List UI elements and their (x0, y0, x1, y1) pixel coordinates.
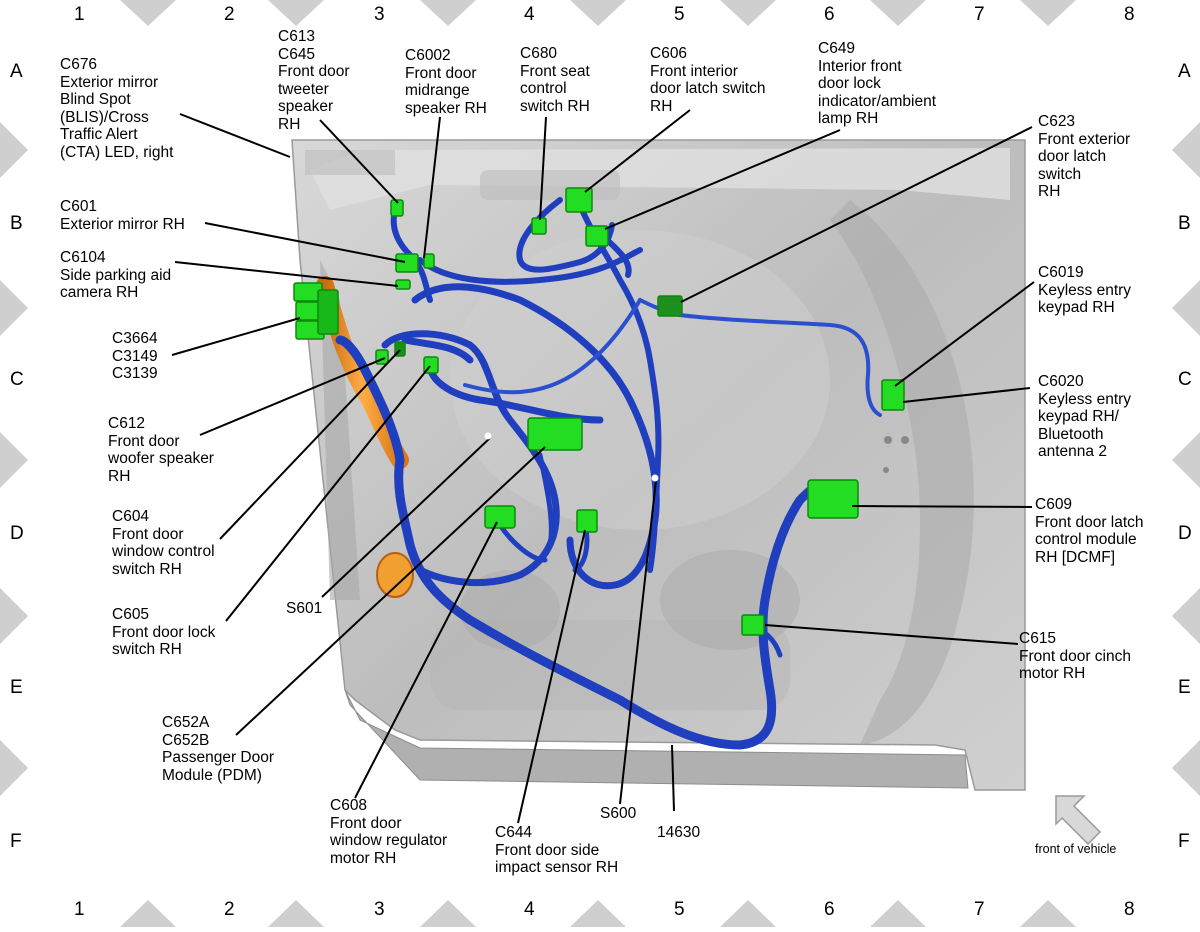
grid-row-f: F (10, 831, 22, 852)
grid-col-7: 7 (974, 4, 985, 25)
grid-col-4: 4 (524, 899, 535, 920)
grid-row-b: B (1178, 213, 1191, 234)
grid-row-e: E (10, 677, 23, 698)
grid-row-d: D (10, 523, 24, 544)
connectors (293, 187, 905, 636)
grid-col-1: 1 (74, 899, 85, 920)
grid-row-a: A (10, 61, 23, 82)
label-14630: 14630 (657, 824, 701, 841)
wire-harness (335, 197, 882, 750)
grid-col-2: 2 (224, 4, 235, 25)
grid-col-7: 7 (974, 899, 985, 920)
front-arrow-icon (1055, 795, 1102, 846)
grid-row-c: C (10, 369, 24, 390)
grid-col-4: 4 (524, 4, 535, 25)
grid-col-8: 8 (1124, 4, 1135, 25)
grid-row-f: F (1178, 831, 1190, 852)
leader-lines (171, 109, 1035, 824)
grid-row-b: B (10, 213, 23, 234)
grid-row-d: D (1178, 523, 1192, 544)
grid-row-c: C (1178, 369, 1192, 390)
grid-col-8: 8 (1124, 899, 1135, 920)
grid-col-5: 5 (674, 4, 685, 25)
front-of-vehicle-label: front of vehicle (1035, 842, 1117, 856)
grid-col-6: 6 (824, 899, 835, 920)
grid-col-3: 3 (374, 899, 385, 920)
label-s601: S601 (286, 600, 323, 617)
splice-marks (484, 432, 659, 482)
grid-col-2: 2 (224, 899, 235, 920)
label-s600: S600 (600, 805, 637, 822)
grid-col-5: 5 (674, 899, 685, 920)
grid-row-e: E (1178, 677, 1191, 698)
grid-col-1: 1 (74, 4, 85, 25)
grid-row-a: A (1178, 61, 1191, 82)
grid-col-3: 3 (374, 4, 385, 25)
grid-col-6: 6 (824, 4, 835, 25)
